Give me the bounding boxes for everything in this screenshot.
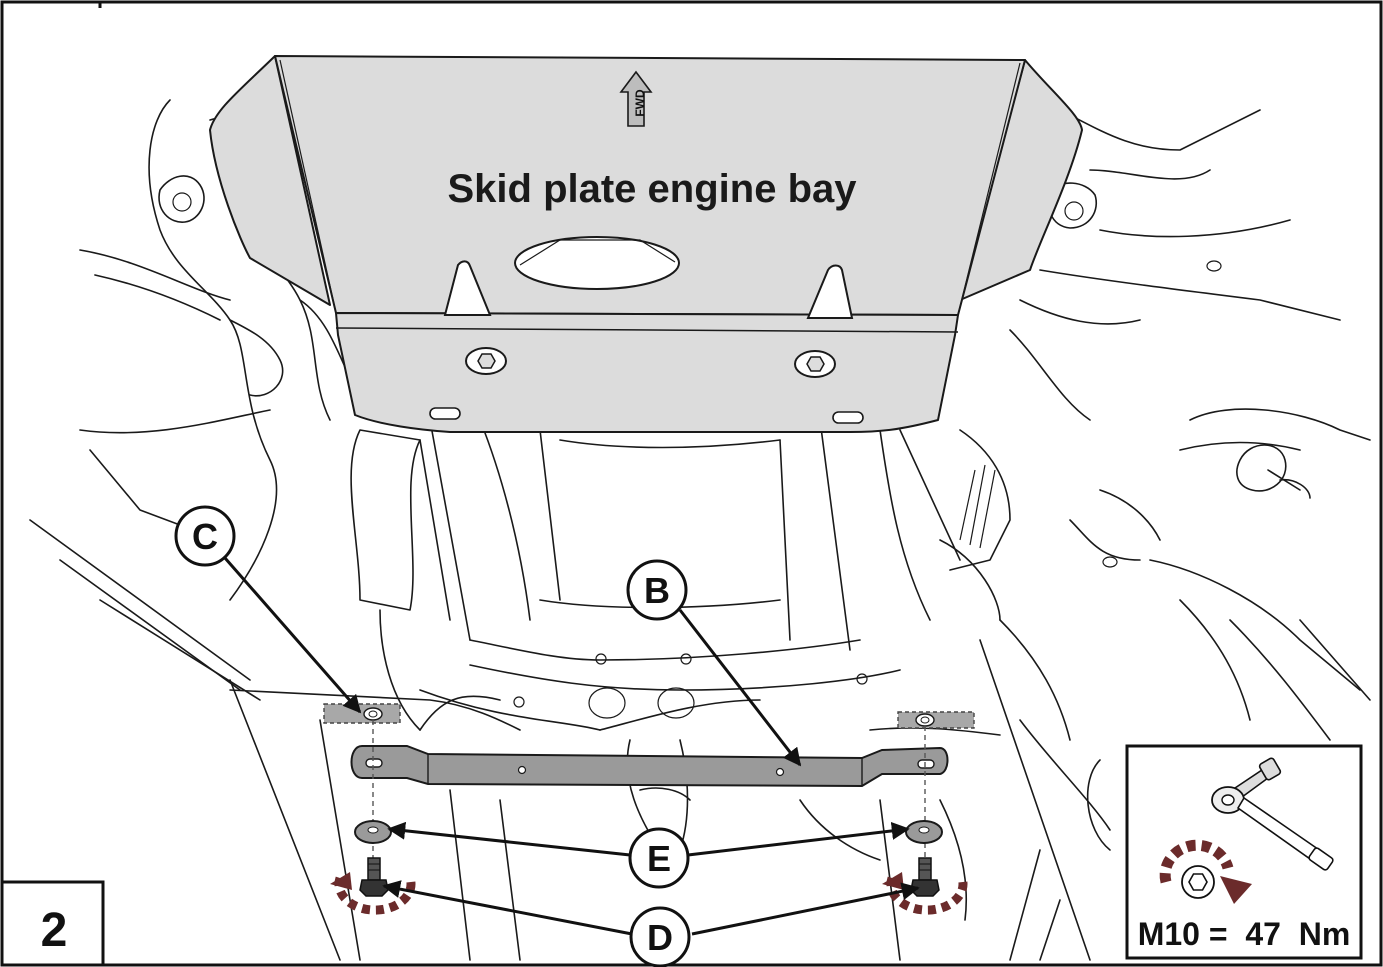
tighten-nut-icon — [1159, 839, 1252, 904]
washer-left — [354, 820, 392, 844]
callout-b-label: B — [644, 570, 670, 611]
callout-c: C — [174, 505, 236, 567]
plate-bolt-right — [794, 350, 836, 378]
plate-bolt-left — [465, 347, 507, 375]
torque-spec: M10 = 47 Nm — [1138, 916, 1351, 952]
nut-plate-left — [323, 703, 401, 724]
callout-e-label: E — [647, 838, 671, 879]
step-number: 2 — [41, 904, 68, 957]
fwd-label: FWD — [633, 89, 647, 117]
locating-tab-right — [806, 264, 854, 319]
callout-c-label: C — [192, 516, 218, 557]
washer-right — [905, 820, 943, 844]
rotation-arrow-left-icon — [330, 872, 416, 915]
callout-d-label: D — [647, 917, 673, 958]
callout-e: E — [628, 827, 690, 889]
bolt-right — [910, 857, 940, 897]
leader-arrows — [223, 557, 920, 936]
corner-tab — [2, 0, 102, 6]
skid-plate: FWD Skid plate engine bay — [209, 55, 1083, 433]
locating-tab-left — [443, 260, 492, 316]
cross-bar — [350, 745, 949, 788]
vehicle-underbody — [29, 99, 1371, 961]
fwd-arrow-icon: FWD — [619, 70, 653, 127]
plate-cutout — [514, 236, 680, 290]
plate-label: Skid plate engine bay — [447, 167, 857, 211]
step-number-box: 2 — [0, 880, 105, 967]
rotation-arrow-right-icon — [882, 872, 968, 915]
callout-d: D — [629, 906, 691, 967]
bolt-left — [359, 857, 389, 897]
callout-b: B — [626, 559, 688, 621]
torque-wrench-icon — [1211, 757, 1334, 871]
nut-plate-right — [897, 711, 975, 729]
torque-spec-box: M10 = 47 Nm — [1125, 744, 1363, 960]
